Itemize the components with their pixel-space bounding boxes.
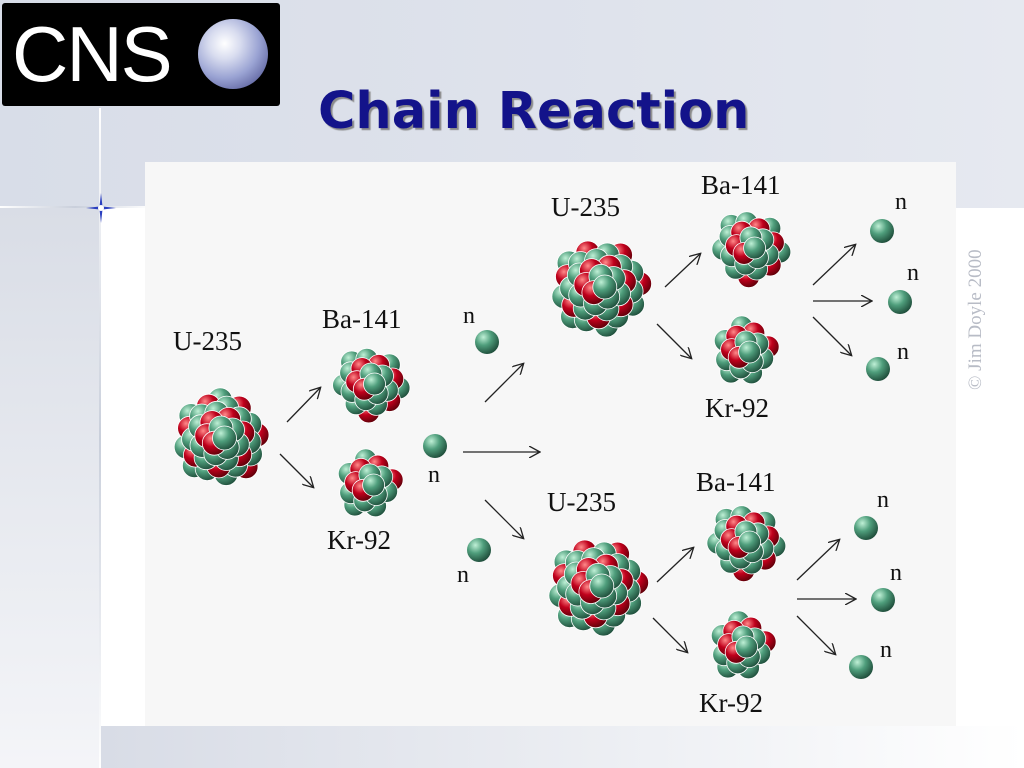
nucleus-kr92-upper [713,315,780,385]
diagram-canvas: U-235 Ba-141 Kr-92 n n n U-235 Ba-141 Kr… [173,170,919,718]
nucleus-ba141-first [332,347,411,424]
arrow [286,388,320,423]
arrow [656,323,691,358]
label-ba141-lower: Ba-141 [696,467,775,497]
label-n: n [895,189,907,215]
label-ba141-first: Ba-141 [322,304,401,334]
nucleus-ba141-lower [706,505,787,583]
label-n: n [463,303,475,329]
neutron-9 [849,655,873,679]
credit-text: © Jim Doyle 2000 [965,249,986,390]
left-gradient-strip [0,208,100,768]
logo-text: CNS [12,10,173,98]
arrow [812,316,851,355]
arrow [664,254,700,288]
nucleus-ba141-upper [711,211,792,288]
slide-title: Chain Reaction [318,82,750,141]
label-u235-initial: U-235 [173,326,242,356]
label-kr92-first: Kr-92 [327,525,391,555]
neutron-particle [592,274,618,300]
nucleus-u235-lower [548,539,650,637]
neutron-particle [738,530,761,554]
nucleus-kr92-first [337,448,404,518]
label-kr92-upper: Kr-92 [705,393,769,423]
label-n: n [877,487,889,513]
label-n: n [897,339,909,365]
neutron-7 [854,516,878,540]
label-n: n [880,637,892,663]
arrow [796,540,839,581]
cns-logo: CNS [2,3,280,106]
neutron-4 [870,219,894,243]
bottom-gradient-strip [100,726,1024,768]
arrow [796,615,835,654]
label-n: n [907,260,919,286]
nucleus-u235-initial [173,387,270,486]
arrow [484,499,523,538]
label-n: n [457,562,469,588]
globe-icon [198,19,268,89]
neutron-particle [362,473,386,497]
vertical-accent-line [99,108,101,768]
neutron-2 [423,434,447,458]
neutron-particle [363,372,386,396]
chain-reaction-diagram: U-235 Ba-141 Kr-92 n n n U-235 Ba-141 Kr… [145,162,956,726]
nucleus-u235-upper [551,240,653,338]
label-u235-upper: U-235 [551,192,620,222]
horizontal-accent-line [0,206,150,208]
neutron-particle [735,635,758,659]
neutron-particle [212,425,237,451]
neutron-3 [467,538,491,562]
neutron-1 [475,330,499,354]
neutron-8 [871,588,895,612]
arrow [484,364,523,403]
label-kr92-lower: Kr-92 [699,688,763,718]
label-ba141-upper: Ba-141 [701,170,780,200]
label-u235-lower: U-235 [547,487,616,517]
label-n: n [890,560,902,586]
arrow [279,453,313,487]
neutron-5 [888,290,912,314]
neutron-particle [589,573,615,599]
arrow [656,548,693,583]
neutron-6 [866,357,890,381]
neutron-particle [743,236,766,260]
nucleus-kr92-lower [710,610,777,680]
copyright-credit: © Jim Doyle 2000 [965,249,986,390]
arrow [652,617,687,652]
arrow [812,245,855,286]
sparkle-icon [86,193,116,223]
neutron-particle [738,340,761,364]
label-n: n [428,462,440,488]
